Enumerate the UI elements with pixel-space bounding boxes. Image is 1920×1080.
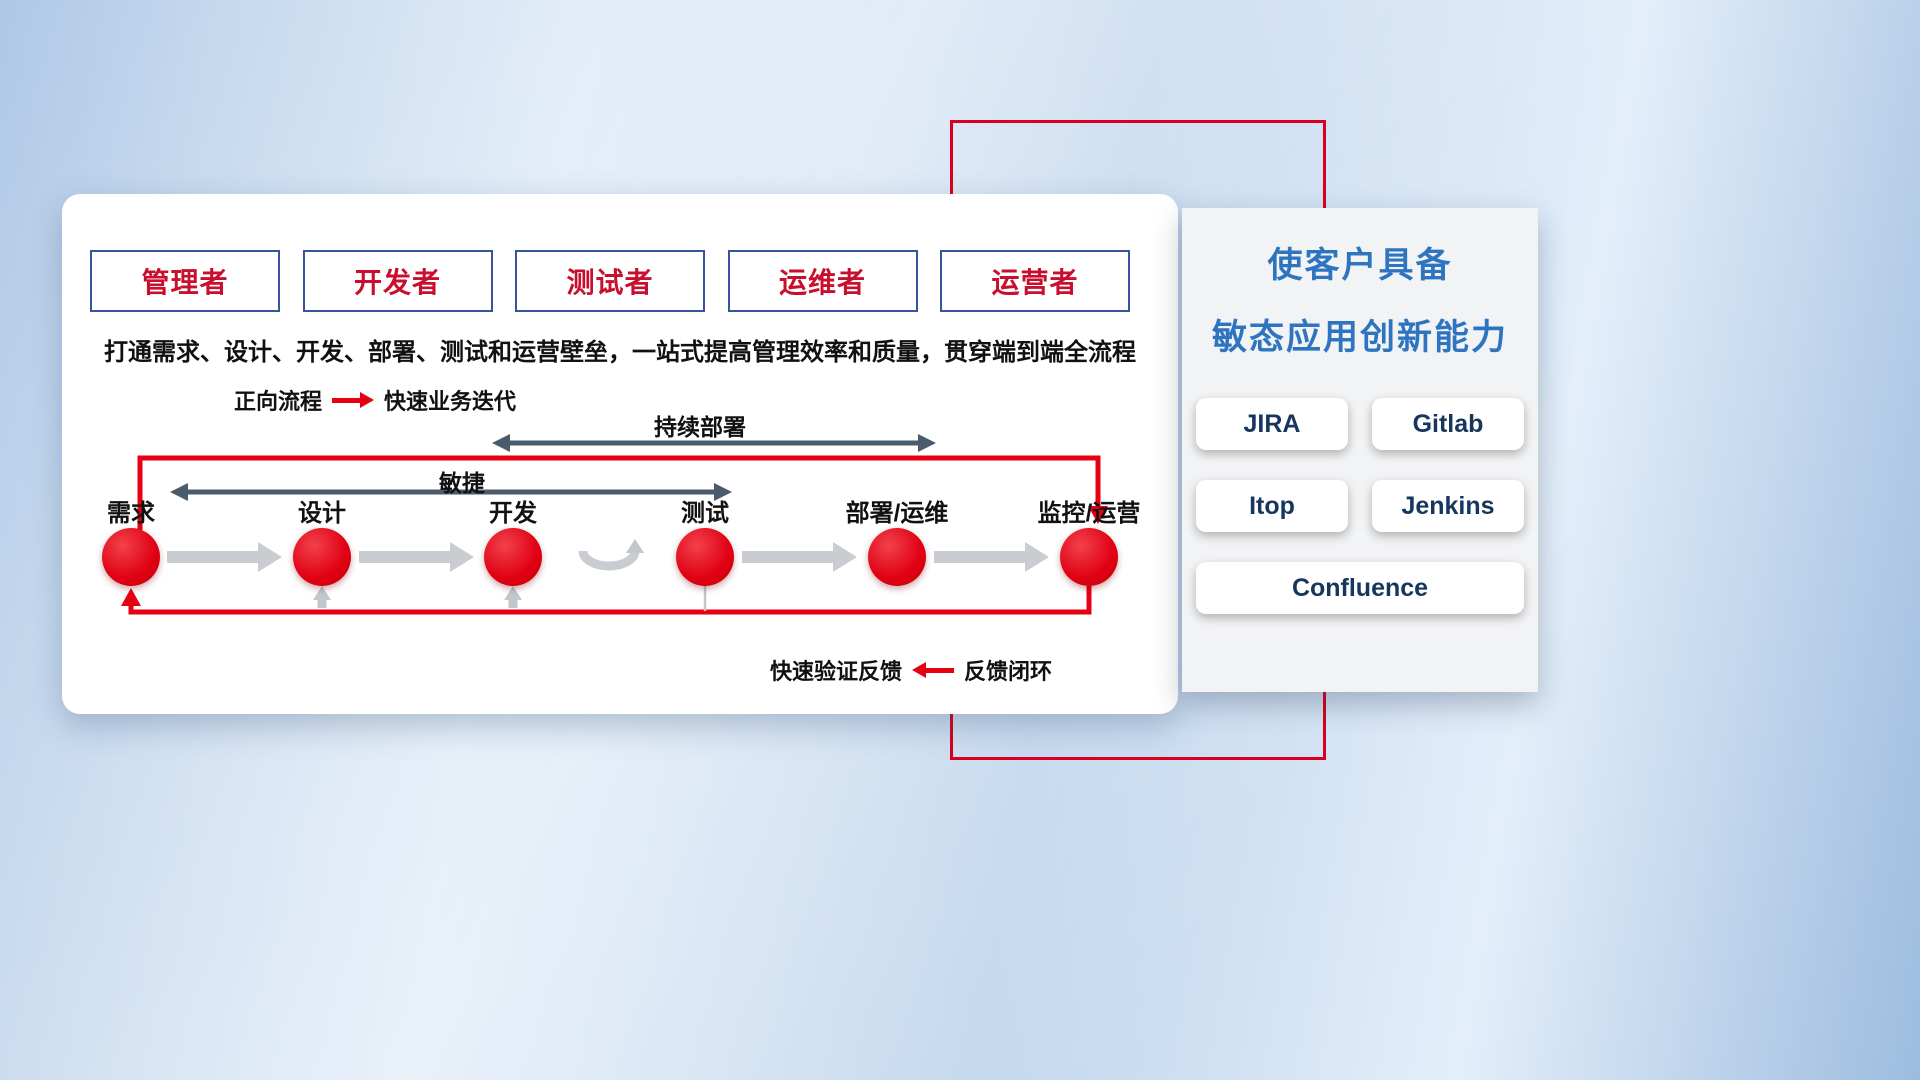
panel-title-line2: 敏态应用创新能力 [1211, 318, 1508, 357]
stage-testing: 测试 [635, 500, 775, 586]
feedback-arrow-icon [912, 662, 955, 678]
flow-diagram-lines [121, 434, 1108, 615]
legend-feedback-desc: 反馈闭环 [964, 659, 1053, 684]
stage-node-icon [1060, 528, 1118, 586]
tools-grid: JIRA Gitlab Itop Jenkins Confluence [1182, 398, 1538, 614]
panel-title: 使客户具备 敏态应用创新能力 [1182, 230, 1538, 374]
iteration-loop-icon [578, 539, 644, 571]
tool-chip-itop: Itop [1196, 480, 1348, 532]
feedback-loop-line [121, 586, 1092, 615]
stage-label-development: 开发 [489, 500, 537, 527]
devops-flow-card: 管理者 开发者 测试者 运维者 运营者 打通需求、设计、开发、部署、测试和运营壁… [62, 194, 1178, 714]
role-label-manager: 管理者 [141, 267, 229, 298]
agile-label: 敏捷 [439, 470, 485, 496]
stage-label-deploy-ops: 部署/运维 [845, 500, 949, 527]
panel-title-line1: 使客户具备 [1267, 246, 1453, 285]
role-label-ops: 运维者 [778, 267, 866, 298]
legend-feedback-loop: 快速验证反馈 反馈闭环 [770, 654, 1052, 686]
legend-forward-label: 正向流程 [234, 389, 323, 414]
tool-chip-jenkins: Jenkins [1372, 480, 1524, 532]
role-box-operator: 运营者 [940, 250, 1130, 312]
stage-requirements: 需求 [61, 500, 201, 586]
stage-label-monitor-operate: 监控/运营 [1037, 500, 1141, 527]
stage-node-icon [102, 528, 160, 586]
role-label-developer: 开发者 [353, 267, 441, 298]
stage-development: 开发 [443, 500, 583, 586]
right-panel: 使客户具备 敏态应用创新能力 JIRA Gitlab Itop Jenkins … [1182, 208, 1538, 692]
stage-label-requirements: 需求 [107, 500, 155, 527]
roles-row: 管理者 开发者 测试者 运维者 运营者 [90, 250, 1130, 312]
role-box-manager: 管理者 [90, 250, 280, 312]
legend-forward-flow: 正向流程 快速业务迭代 [234, 384, 516, 416]
role-box-developer: 开发者 [302, 250, 493, 312]
role-label-tester: 测试者 [566, 267, 654, 298]
stage-node-icon [293, 528, 351, 586]
cd-label: 持续部署 [654, 414, 746, 440]
forward-flow-line [137, 455, 1108, 530]
stage-node-icon [676, 528, 734, 586]
legend-feedback-label: 快速验证反馈 [770, 659, 903, 684]
role-label-operator: 运营者 [991, 267, 1079, 298]
role-box-tester: 测试者 [515, 250, 705, 312]
tool-chip-jira: JIRA [1196, 398, 1348, 450]
role-box-ops: 运维者 [727, 250, 918, 312]
stage-node-icon [868, 528, 926, 586]
stage-label-design: 设计 [298, 500, 346, 527]
stage-node-icon [484, 528, 542, 586]
stage-monitor-operate: 监控/运营 [1019, 500, 1159, 586]
forward-arrow-icon [332, 392, 375, 408]
stage-deploy-ops: 部署/运维 [827, 500, 967, 586]
stage-design: 设计 [252, 500, 392, 586]
tool-chip-confluence: Confluence [1196, 562, 1524, 614]
stage-label-testing: 测试 [681, 500, 729, 527]
tool-chip-gitlab: Gitlab [1372, 398, 1524, 450]
legend-forward-desc: 快速业务迭代 [384, 389, 517, 414]
subtitle: 打通需求、设计、开发、部署、测试和运营壁垒，一站式提高管理效率和质量，贯穿端到端… [104, 339, 1136, 366]
feedback-up-arrows [313, 586, 522, 608]
